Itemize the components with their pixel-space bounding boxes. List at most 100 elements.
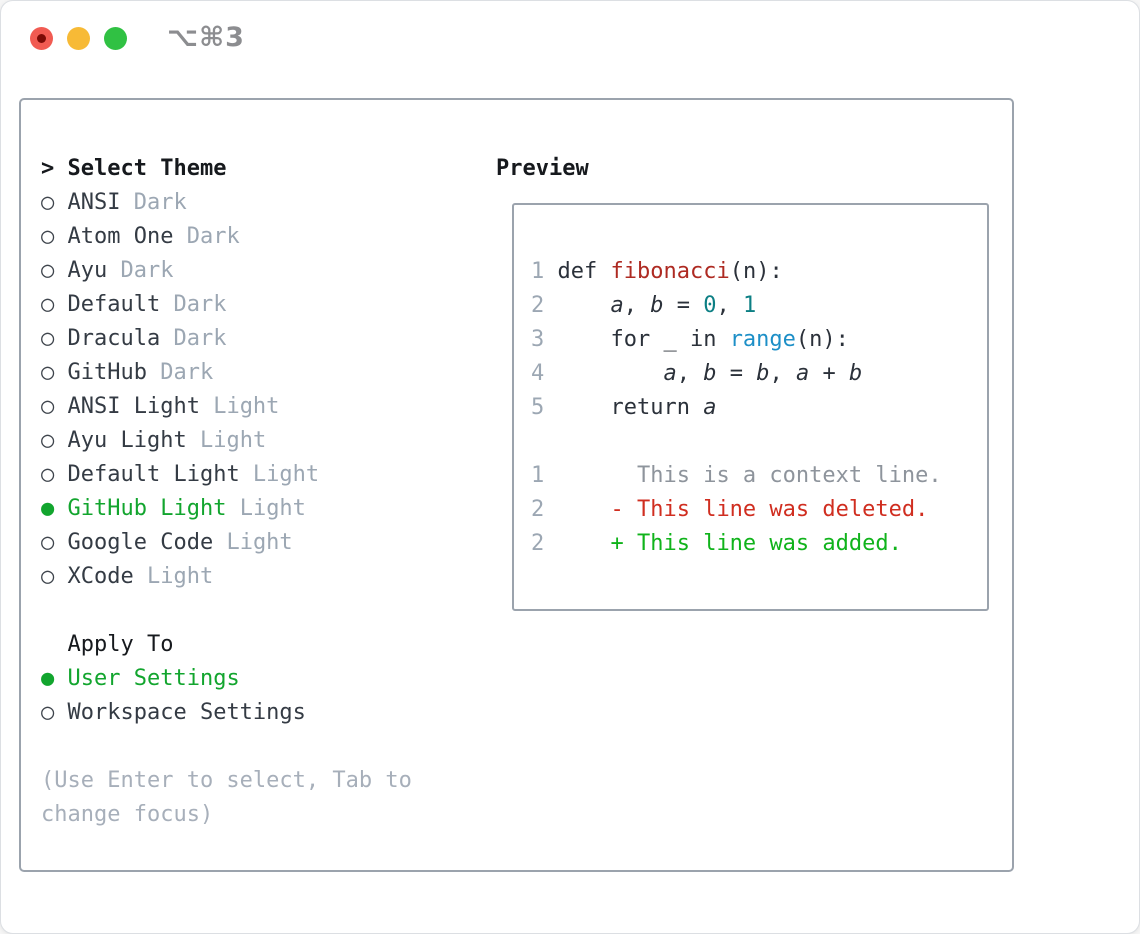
theme-picker-panel: > Select Theme ○ ANSI Dark○ Atom One Dar… — [19, 98, 1014, 872]
line-number: 1 — [531, 463, 558, 488]
code-segment: + This line was added. — [557, 531, 902, 556]
theme-option[interactable]: ○ Atom One Dark — [41, 220, 438, 254]
theme-option[interactable]: ○ Dracula Dark — [41, 322, 438, 356]
code-line: 3 for _ in range(n): — [531, 323, 942, 357]
theme-option-label: ANSI — [67, 190, 121, 215]
radio-icon: ○ — [41, 190, 68, 215]
code-line: 2 a, b = 0, 1 — [531, 289, 942, 323]
radio-icon: ○ — [41, 564, 68, 589]
minimize-button[interactable] — [67, 27, 90, 50]
code-segment: a — [795, 361, 810, 386]
radio-selected-icon: ● — [41, 496, 68, 521]
apply-to-option-label: User Settings — [67, 666, 240, 691]
line-number: 4 — [531, 361, 558, 386]
theme-variant-tag: Light — [226, 496, 306, 521]
theme-option-label: Ayu — [67, 258, 108, 283]
theme-variant-tag: Light — [133, 564, 214, 589]
diff-line-added: 2 + This line was added. — [531, 527, 942, 561]
diff-line-deleted: 2 - This line was deleted. — [531, 493, 942, 527]
code-segment: b — [650, 293, 664, 318]
radio-icon: ○ — [41, 462, 68, 487]
theme-option-label: XCode — [67, 564, 134, 589]
select-theme-heading-label: Select Theme — [67, 156, 227, 181]
theme-variant-tag: Light — [186, 428, 267, 453]
code-segment: fibonacci — [610, 259, 730, 284]
apply-to-heading-label: Apply To — [67, 632, 174, 657]
code-segment — [558, 361, 664, 386]
theme-option[interactable]: ○ GitHub Dark — [41, 356, 438, 390]
code-segment: + — [809, 361, 849, 386]
close-button[interactable] — [30, 27, 53, 50]
code-segment: return — [557, 395, 704, 420]
spacer — [41, 730, 438, 764]
radio-icon: ○ — [41, 224, 68, 249]
theme-option-label: Google Code — [67, 530, 214, 555]
preview-heading: Preview — [496, 156, 589, 181]
radio-icon: ○ — [41, 292, 68, 317]
titlebar: ⌥⌘3 — [1, 1, 1139, 77]
radio-selected-icon: ● — [41, 666, 68, 691]
code-segment: def — [557, 259, 611, 284]
theme-option[interactable]: ○ ANSI Dark — [41, 186, 438, 220]
code-segment: a — [663, 361, 677, 386]
radio-icon: ○ — [41, 700, 68, 725]
theme-option[interactable]: ○ Default Dark — [41, 288, 438, 322]
code-segment: (n): — [729, 259, 783, 284]
theme-option-label: Default Light — [67, 462, 240, 487]
theme-option[interactable]: ○ Ayu Dark — [41, 254, 438, 288]
code-line: 1 def fibonacci(n): — [531, 255, 942, 289]
code-segment: for _ in — [557, 327, 730, 352]
code-segment — [558, 293, 611, 318]
code-segment: 0 — [703, 293, 717, 318]
theme-list: ○ ANSI Dark○ Atom One Dark○ Ayu Dark○ De… — [41, 186, 438, 594]
code-segment: b — [703, 361, 717, 386]
theme-variant-tag: Light — [199, 394, 280, 419]
line-number: 5 — [531, 395, 558, 420]
theme-picker: > Select Theme ○ ANSI Dark○ Atom One Dar… — [41, 152, 438, 832]
code-segment: This is a context line. — [557, 463, 942, 488]
theme-option-label: Atom One — [67, 224, 174, 249]
code-segment: , — [769, 361, 796, 386]
code-line: 4 a, b = b, a + b — [531, 357, 942, 391]
theme-variant-tag: Dark — [173, 224, 240, 249]
help-text: (Use Enter to select, Tab to change focu… — [41, 768, 412, 827]
radio-icon: ○ — [41, 360, 68, 385]
code-segment: a — [610, 293, 624, 318]
theme-option-label: GitHub Light — [67, 496, 227, 521]
code-segment: , — [716, 293, 743, 318]
close-dot-icon — [37, 34, 46, 43]
theme-variant-tag: Light — [213, 530, 293, 555]
theme-option-label: Dracula — [67, 326, 161, 351]
theme-option[interactable]: ○ XCode Light — [41, 560, 438, 594]
apply-to-option[interactable]: ○ Workspace Settings — [41, 696, 438, 730]
theme-option[interactable]: ● GitHub Light Light — [41, 492, 438, 526]
line-number: 2 — [531, 531, 558, 556]
code-segment: , — [623, 293, 651, 318]
code-segment: - This line was deleted. — [557, 497, 929, 522]
radio-icon: ○ — [41, 326, 68, 351]
spacer — [41, 594, 438, 628]
theme-option-label: ANSI Light — [67, 394, 200, 419]
apply-to-option[interactable]: ● User Settings — [41, 662, 438, 696]
code-segment: , — [676, 361, 704, 386]
zoom-button[interactable] — [104, 27, 127, 50]
line-number: 3 — [531, 327, 558, 352]
diff-line-context: 1 This is a context line. — [531, 459, 942, 493]
theme-variant-tag: Dark — [120, 190, 187, 215]
line-number: 1 — [531, 259, 558, 284]
theme-option[interactable]: ○ Default Light Light — [41, 458, 438, 492]
theme-variant-tag: Light — [239, 462, 320, 487]
theme-variant-tag: Dark — [160, 292, 227, 317]
theme-variant-tag: Dark — [160, 326, 227, 351]
theme-option[interactable]: ○ Ayu Light Light — [41, 424, 438, 458]
blank-line — [531, 425, 942, 459]
apply-to-heading: Apply To — [41, 628, 438, 662]
theme-option[interactable]: ○ Google Code Light — [41, 526, 438, 560]
code-segment: (n): — [795, 327, 849, 352]
theme-option[interactable]: ○ ANSI Light Light — [41, 390, 438, 424]
line-number: 2 — [531, 293, 558, 318]
apply-to-list: ● User Settings○ Workspace Settings — [41, 662, 438, 730]
code-segment: = — [663, 293, 704, 318]
theme-option-label: GitHub — [67, 360, 147, 385]
